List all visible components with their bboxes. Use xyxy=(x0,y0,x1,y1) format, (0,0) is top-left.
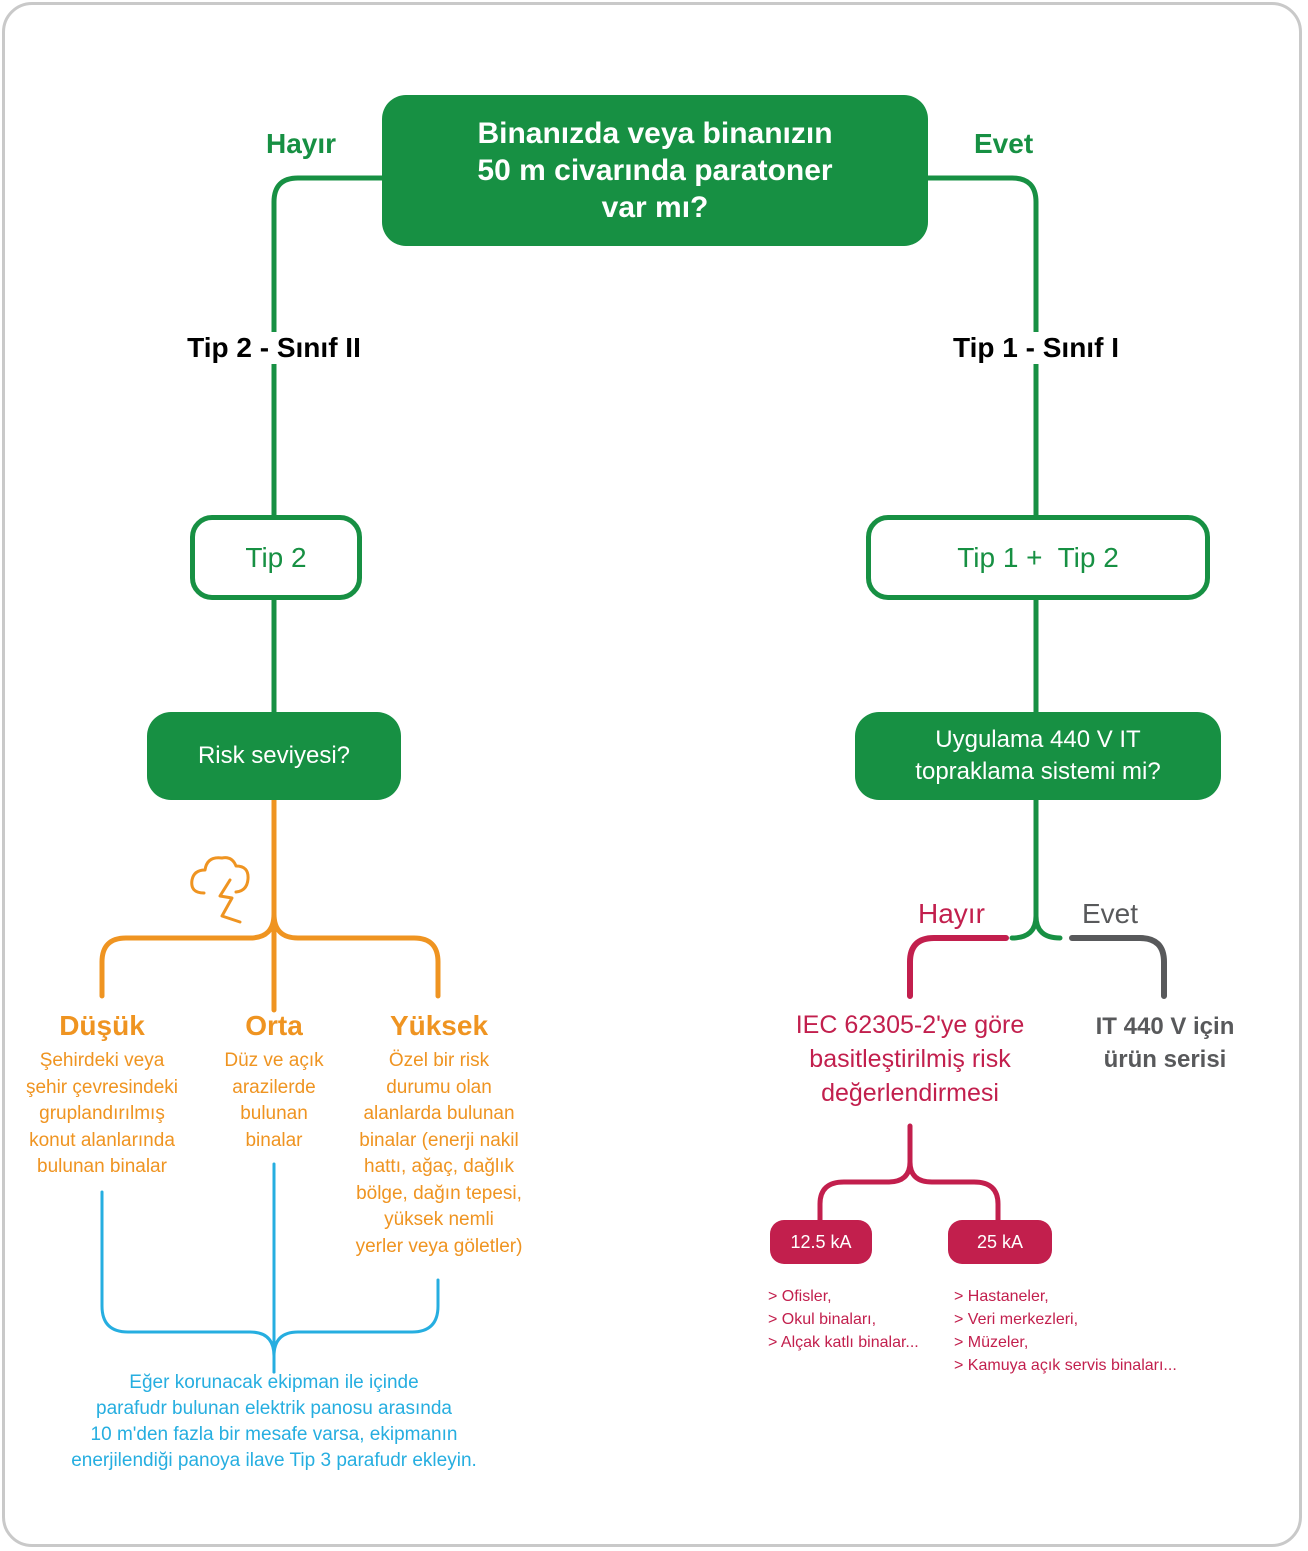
risk-eval-line: IEC 62305-2'ye göre xyxy=(795,1011,1025,1039)
risk-level-low: Düşük Şehirdeki veya şehir çevresindeki … xyxy=(12,1010,192,1181)
list-item: > Okul binaları, xyxy=(768,1311,877,1328)
product-line: IT 440 V için xyxy=(1095,1013,1235,1040)
note-line: Eğer korunacak ekipman ile içinde xyxy=(129,1372,419,1393)
risk-high-line: alanlarda bulunan xyxy=(363,1103,515,1124)
connector-it-split-green-right xyxy=(1033,913,1063,941)
risk-level-medium: Orta Düz ve açık arazilerde bulunan bina… xyxy=(204,1010,344,1154)
connector-blue-left xyxy=(100,1190,276,1374)
note-line: 10 m'den fazla bir mesafe varsa, ekipman… xyxy=(90,1424,458,1445)
risk-high-line: binalar (enerji nakil xyxy=(359,1129,519,1151)
tip-1-2-label: Tip 1 + Tip 2 xyxy=(957,541,1119,573)
connector-rating-right xyxy=(907,1159,1001,1225)
risk-high-line: hattı, ağaç, dağlık xyxy=(364,1156,514,1177)
risk-level-high: Yüksek Özel bir risk durumu olan alanlar… xyxy=(336,1010,542,1260)
rating-25ka-label: 25 kA xyxy=(976,1231,1024,1252)
type-2-class-label: Tip 2 - Sınıf II xyxy=(174,332,374,364)
it-question-line-2: topraklama sistemi mi? xyxy=(915,758,1161,785)
it-question-line-1: Uygulama 440 V IT xyxy=(935,726,1141,753)
tip-2-label: Tip 2 xyxy=(245,541,307,573)
risk-level-question: Risk seviyesi? xyxy=(147,712,401,800)
list-item: > Müzeler, xyxy=(954,1334,1029,1351)
it-yes-label: Evet xyxy=(1080,898,1141,930)
type-3-note: Eğer korunacak ekipman ile içinde parafu… xyxy=(14,1370,534,1474)
list-item: > Veri merkezleri, xyxy=(954,1311,1079,1328)
list-item: > Hastaneler, xyxy=(954,1288,1049,1305)
connector-rating-stem xyxy=(817,1123,913,1225)
top-yes-label: Evet xyxy=(974,128,1034,159)
risk-high-line: bölge, dağın tepesi, xyxy=(356,1182,522,1204)
note-line: parafudr bulunan elektrik panosu arasınd… xyxy=(96,1398,452,1419)
connector-risk-right xyxy=(271,911,441,999)
tip-1-2-box: Tip 1 + Tip 2 xyxy=(866,515,1210,600)
risk-high-title: Yüksek xyxy=(389,1010,489,1041)
risk-eval-line: değerlendirmesi xyxy=(821,1079,999,1107)
it-system-question: Uygulama 440 V IT topraklama sistemi mi? xyxy=(855,712,1221,800)
risk-medium-line: arazilerde xyxy=(232,1076,316,1098)
question-line-3: var mı? xyxy=(601,191,709,224)
risk-low-line: Şehirdeki veya xyxy=(39,1050,165,1071)
risk-low-line: şehir çevresindeki xyxy=(25,1076,179,1098)
connector-risk-left xyxy=(99,911,277,999)
risk-low-title: Düşük xyxy=(59,1010,145,1041)
risk-evaluation-text: IEC 62305-2'ye göre basitleştirilmiş ris… xyxy=(760,1008,1060,1110)
tip-2-box: Tip 2 xyxy=(190,515,362,600)
risk-high-line: yerler veya göletler) xyxy=(355,1235,523,1257)
risk-high-line: yüksek nemli xyxy=(384,1209,494,1230)
list-item: > Kamuya açık servis binaları... xyxy=(954,1357,1177,1374)
question-lightning-rod: Binanızda veya binanızın 50 m civarında … xyxy=(382,95,928,246)
top-no-label: Hayır xyxy=(266,128,337,159)
risk-level-text: Risk seviyesi? xyxy=(197,742,351,769)
connector-blue-right xyxy=(272,1278,440,1358)
note-line: enerjilendiği panoya ilave Tip 3 parafud… xyxy=(71,1450,477,1471)
risk-medium-line: binalar xyxy=(245,1129,303,1151)
it-no-label: Hayır xyxy=(916,898,987,930)
risk-high-line: durumu olan xyxy=(386,1076,492,1098)
rating-12-5ka-list: > Ofisler, > Okul binaları, > Alçak katl… xyxy=(768,1285,958,1354)
risk-low-line: bulunan binalar xyxy=(37,1156,167,1177)
list-item: > Alçak katlı binalar... xyxy=(768,1334,919,1351)
risk-medium-title: Orta xyxy=(245,1010,303,1041)
connector-it-no xyxy=(907,935,1009,999)
rating-25ka-list: > Hastaneler, > Veri merkezleri, > Müzel… xyxy=(954,1285,1234,1377)
connector-it-yes xyxy=(1069,935,1167,999)
connector-it-split-green xyxy=(1009,797,1039,941)
storm-cloud-icon xyxy=(190,856,250,924)
rating-25ka-badge: 25 kA xyxy=(948,1220,1052,1264)
type-1-class-label: Tip 1 - Sınıf I xyxy=(936,332,1136,364)
product-line: ürün serisi xyxy=(1103,1046,1227,1073)
risk-medium-line: Düz ve açık xyxy=(224,1050,324,1071)
question-line-1: Binanızda veya binanızın xyxy=(477,117,833,150)
question-line-2: 50 m civarında paratoner xyxy=(477,154,833,187)
rating-12-5ka-label: 12.5 kA xyxy=(790,1231,852,1252)
risk-medium-line: bulunan xyxy=(240,1103,308,1124)
risk-low-line: konut alanlarında xyxy=(29,1129,175,1151)
connector-top-right xyxy=(923,175,1039,518)
risk-eval-line: basitleştirilmiş risk xyxy=(809,1045,1011,1073)
it-product-series-text: IT 440 V için ürün serisi xyxy=(1070,1010,1260,1076)
risk-high-line: Özel bir risk xyxy=(388,1050,490,1071)
rating-12-5ka-badge: 12.5 kA xyxy=(770,1220,872,1264)
connector-top-left xyxy=(271,175,387,518)
risk-low-line: gruplandırılmış xyxy=(39,1103,165,1124)
list-item: > Ofisler, xyxy=(768,1288,832,1305)
